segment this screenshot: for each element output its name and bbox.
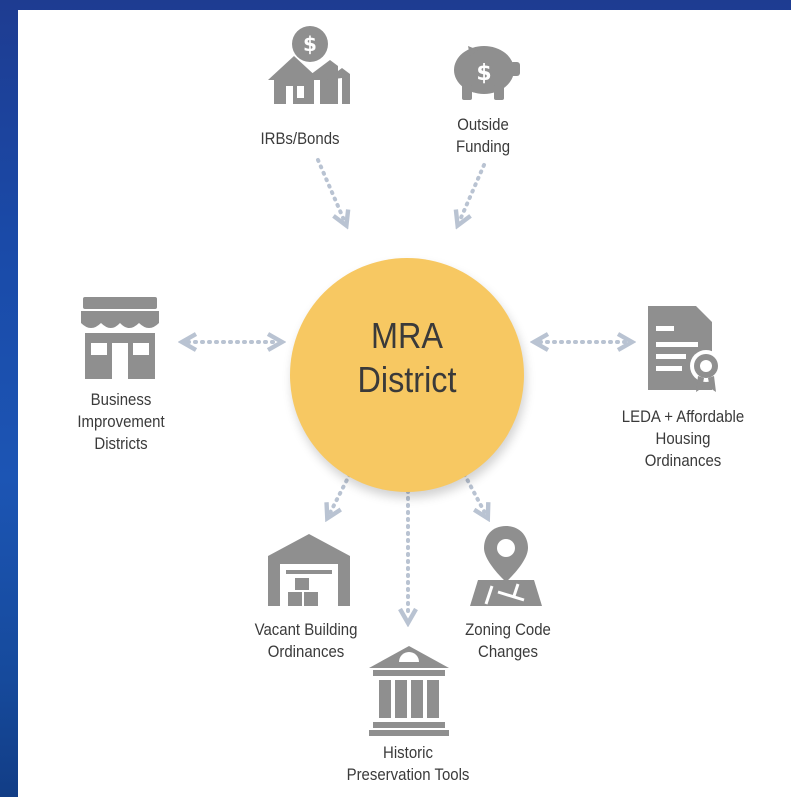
zoning-label: Zoning Code Changes xyxy=(465,620,551,661)
center-label: MRA District xyxy=(357,315,457,400)
certificate-document-icon xyxy=(646,304,728,394)
bid-label: Business Improvement Districts xyxy=(77,390,165,453)
historic-label: Historic Preservation Tools xyxy=(346,743,470,784)
svg-text:$: $ xyxy=(303,32,317,56)
connector-irbs xyxy=(316,158,344,220)
irbs-label: IRBs/Bonds xyxy=(260,129,340,148)
funding-label: Outside Funding xyxy=(455,115,511,156)
classical-building-icon xyxy=(369,646,449,736)
svg-text:$: $ xyxy=(476,61,491,86)
diagram-card: MRA District $ IRBs/Bonds xyxy=(18,10,791,797)
leda-label: LEDA + Affordable Housing Ordinances xyxy=(621,407,745,470)
vacant-label: Vacant Building Ordinances xyxy=(254,620,358,661)
map-pin-icon xyxy=(468,524,544,608)
connector-funding xyxy=(460,163,486,220)
storefront-icon xyxy=(77,295,163,381)
warehouse-icon xyxy=(268,534,350,606)
mra-district-circle: MRA District xyxy=(290,258,524,492)
houses-dollar-icon: $ xyxy=(260,22,352,108)
piggy-bank-icon: $ xyxy=(446,36,524,102)
